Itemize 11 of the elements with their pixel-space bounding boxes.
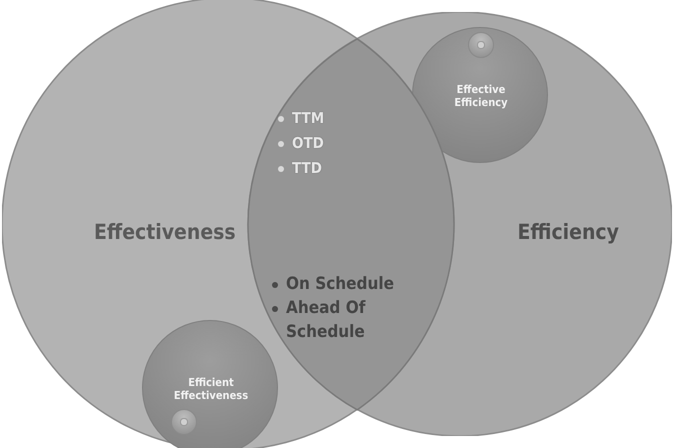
circle-label: Effectiveness	[94, 220, 236, 244]
knob-circle	[171, 409, 197, 435]
bullet-item: On Schedule	[286, 272, 396, 296]
bullet-item: TTM	[292, 108, 324, 127]
knob-circle	[468, 32, 494, 58]
circle-label: Effective Efficiency	[453, 83, 509, 109]
bullet-item: Ahead Of Schedule	[286, 296, 366, 344]
circle-label: Efficient Effectiveness	[172, 376, 250, 402]
circle-label: Efficiency	[518, 220, 619, 244]
bullet-item: OTD	[292, 134, 324, 152]
bullet-item: TTD	[292, 158, 322, 177]
